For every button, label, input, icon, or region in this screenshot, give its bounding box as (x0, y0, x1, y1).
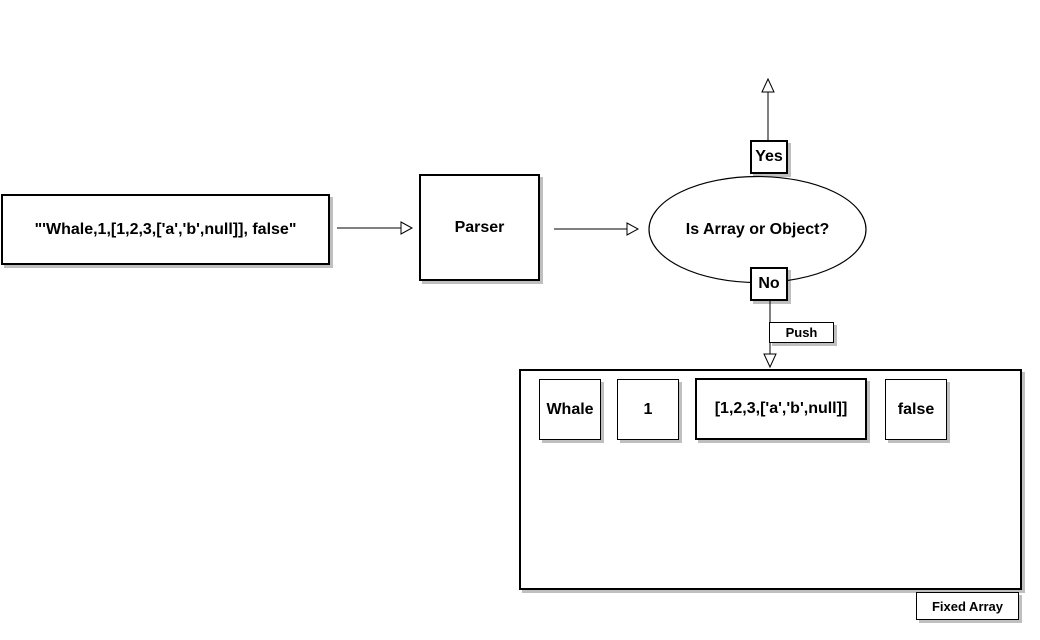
input-string-box: "'Whale,1,[1,2,3,['a','b',null]], false" (1, 194, 330, 265)
arrowhead-input-to-parser (400, 221, 414, 235)
no-label: No (758, 275, 780, 292)
fixed-array-label-box: Fixed Array (916, 592, 1019, 620)
array-item-label: false (897, 400, 935, 418)
input-string-text: "'Whale,1,[1,2,3,['a','b',null]], false" (34, 220, 297, 238)
arrowhead-no-branch (763, 353, 777, 369)
parser-label: Parser (454, 218, 505, 236)
decision-node: Is Array or Object? (649, 177, 866, 283)
arrowhead-parser-to-decision (626, 222, 640, 236)
array-item-boolean: false (885, 379, 947, 440)
array-item-nested-array: [1,2,3,['a','b',null]] (695, 378, 867, 440)
array-item-label: Whale (546, 400, 594, 418)
fixed-array-label: Fixed Array (931, 598, 1004, 614)
array-item-label: 1 (643, 400, 653, 418)
decision-label: Is Array or Object? (685, 221, 830, 238)
parser-box: Parser (419, 174, 540, 281)
push-label-box: Push (769, 322, 834, 343)
no-label-box: No (750, 267, 788, 301)
array-item-whale: Whale (539, 379, 601, 440)
yes-label: Yes (755, 148, 783, 165)
array-item-number: 1 (617, 379, 679, 440)
arrowhead-yes-branch (761, 77, 775, 93)
push-label: Push (785, 325, 818, 340)
yes-label-box: Yes (750, 140, 788, 174)
array-item-label: [1,2,3,['a','b',null]] (714, 400, 848, 417)
